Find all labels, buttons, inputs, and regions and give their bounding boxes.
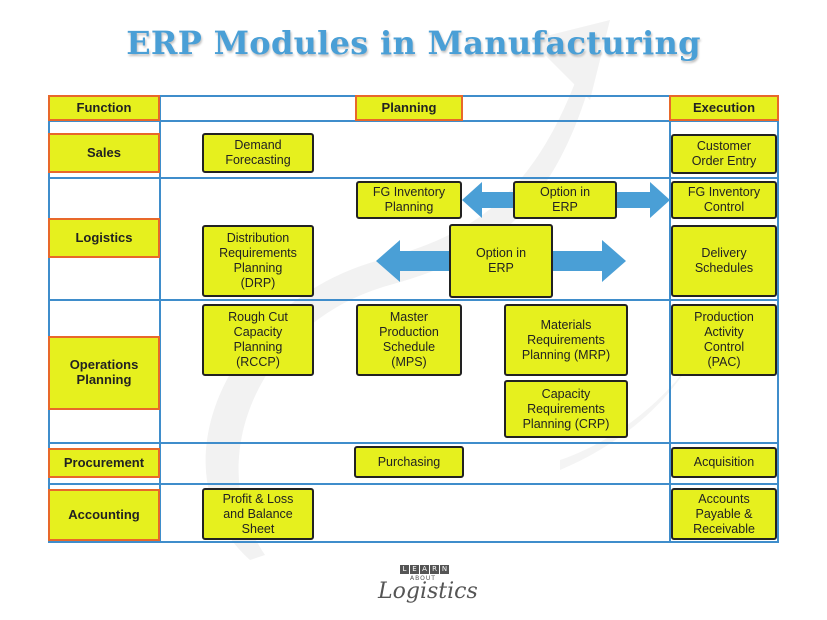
- logo-letter: A: [420, 565, 429, 574]
- box-acquisition: Acquisition: [671, 447, 777, 478]
- box-demand-forecasting: Demand Forecasting: [202, 133, 314, 173]
- box-acquisition-text: Acquisition: [693, 455, 755, 469]
- logo-letters: L E A R N: [400, 565, 449, 574]
- header-function-label: Function: [76, 99, 132, 115]
- box-purchasing-text: Purchasing: [377, 454, 441, 469]
- box-fg-inventory-control: FG Inventory Control: [671, 181, 777, 219]
- row-label-sales: Sales: [48, 133, 160, 173]
- box-mrp: Materials Requirements Planning (MRP): [504, 304, 628, 376]
- row-label-accounting-text: Accounting: [68, 506, 140, 522]
- box-drp: Distribution Requirements Planning (DRP): [202, 225, 314, 297]
- header-planning-label: Planning: [381, 99, 437, 115]
- grid-divider: [48, 483, 779, 485]
- grid-divider: [48, 120, 779, 122]
- header-planning: Planning: [355, 95, 463, 121]
- box-mrp-text: Materials Requirements Planning (MRP): [521, 317, 611, 362]
- box-option-in-erp-small: Option in ERP: [513, 181, 617, 219]
- logo-letter: N: [440, 565, 449, 574]
- box-demand-forecasting-text: Demand Forecasting: [225, 138, 291, 167]
- box-purchasing: Purchasing: [354, 446, 464, 478]
- row-label-accounting: Accounting: [48, 489, 160, 541]
- box-option-in-erp-large-text: Option in ERP: [475, 246, 527, 275]
- arrow-right-large: [550, 240, 626, 282]
- box-crp: Capacity Requirements Planning (CRP): [504, 380, 628, 438]
- box-fg-inventory-control-text: FG Inventory Control: [687, 185, 761, 214]
- header-execution-label: Execution: [692, 99, 756, 115]
- box-rccp: Rough Cut Capacity Planning (RCCP): [202, 304, 314, 376]
- grid-divider: [48, 177, 779, 179]
- grid-divider: [159, 95, 161, 543]
- box-accounts: Accounts Payable & Receivable: [671, 488, 777, 540]
- row-label-logistics: Logistics: [48, 218, 160, 258]
- box-fg-inventory-planning-text: FG Inventory Planning: [372, 185, 446, 214]
- logo-about: ABOUT: [410, 575, 436, 582]
- box-pac-text: Production Activity Control (PAC): [694, 310, 754, 369]
- box-rccp-text: Rough Cut Capacity Planning (RCCP): [228, 310, 288, 369]
- box-mps-text: Master Production Schedule (MPS): [379, 310, 439, 369]
- box-customer-order-entry-text: Customer Order Entry: [691, 139, 757, 168]
- arrow-right-small: [616, 182, 670, 218]
- row-label-operations-planning: Operations Planning: [48, 336, 160, 410]
- row-label-procurement-text: Procurement: [63, 454, 145, 470]
- arrow-left-small: [462, 182, 516, 218]
- box-accounts-text: Accounts Payable & Receivable: [693, 491, 755, 536]
- logo-word: Logistics: [378, 579, 478, 604]
- row-label-sales-text: Sales: [87, 144, 121, 160]
- box-option-in-erp-small-text: Option in ERP: [539, 185, 591, 214]
- box-pac: Production Activity Control (PAC): [671, 304, 777, 376]
- box-customer-order-entry: Customer Order Entry: [671, 134, 777, 174]
- row-label-logistics-text: Logistics: [75, 229, 133, 245]
- box-crp-text: Capacity Requirements Planning (CRP): [522, 386, 610, 431]
- arrow-left-large: [376, 240, 452, 282]
- box-drp-text: Distribution Requirements Planning (DRP): [219, 231, 297, 290]
- logo-letter: L: [400, 565, 409, 574]
- logo-letter: E: [410, 565, 419, 574]
- page-title: ERP Modules in Manufacturing: [126, 24, 701, 62]
- grid-divider: [48, 442, 779, 444]
- box-mps: Master Production Schedule (MPS): [356, 304, 462, 376]
- box-profit-loss: Profit & Loss and Balance Sheet: [202, 488, 314, 540]
- box-delivery-schedules: Delivery Schedules: [671, 225, 777, 297]
- row-label-operations-text: Operations Planning: [69, 357, 139, 387]
- header-execution: Execution: [669, 95, 779, 121]
- grid-divider: [669, 95, 671, 543]
- learn-about-logistics-logo: L E A R N ABOUT Logistics: [372, 565, 478, 610]
- logo-word-text: ogistics: [392, 579, 478, 604]
- row-label-procurement: Procurement: [48, 448, 160, 478]
- logo-letter: R: [430, 565, 439, 574]
- box-delivery-schedules-text: Delivery Schedules: [694, 246, 754, 275]
- box-fg-inventory-planning: FG Inventory Planning: [356, 181, 462, 219]
- grid-divider: [48, 299, 779, 301]
- box-option-in-erp-large: Option in ERP: [449, 224, 553, 298]
- box-profit-loss-text: Profit & Loss and Balance Sheet: [222, 491, 294, 536]
- logo-initial: L: [378, 579, 393, 604]
- header-function: Function: [48, 95, 160, 121]
